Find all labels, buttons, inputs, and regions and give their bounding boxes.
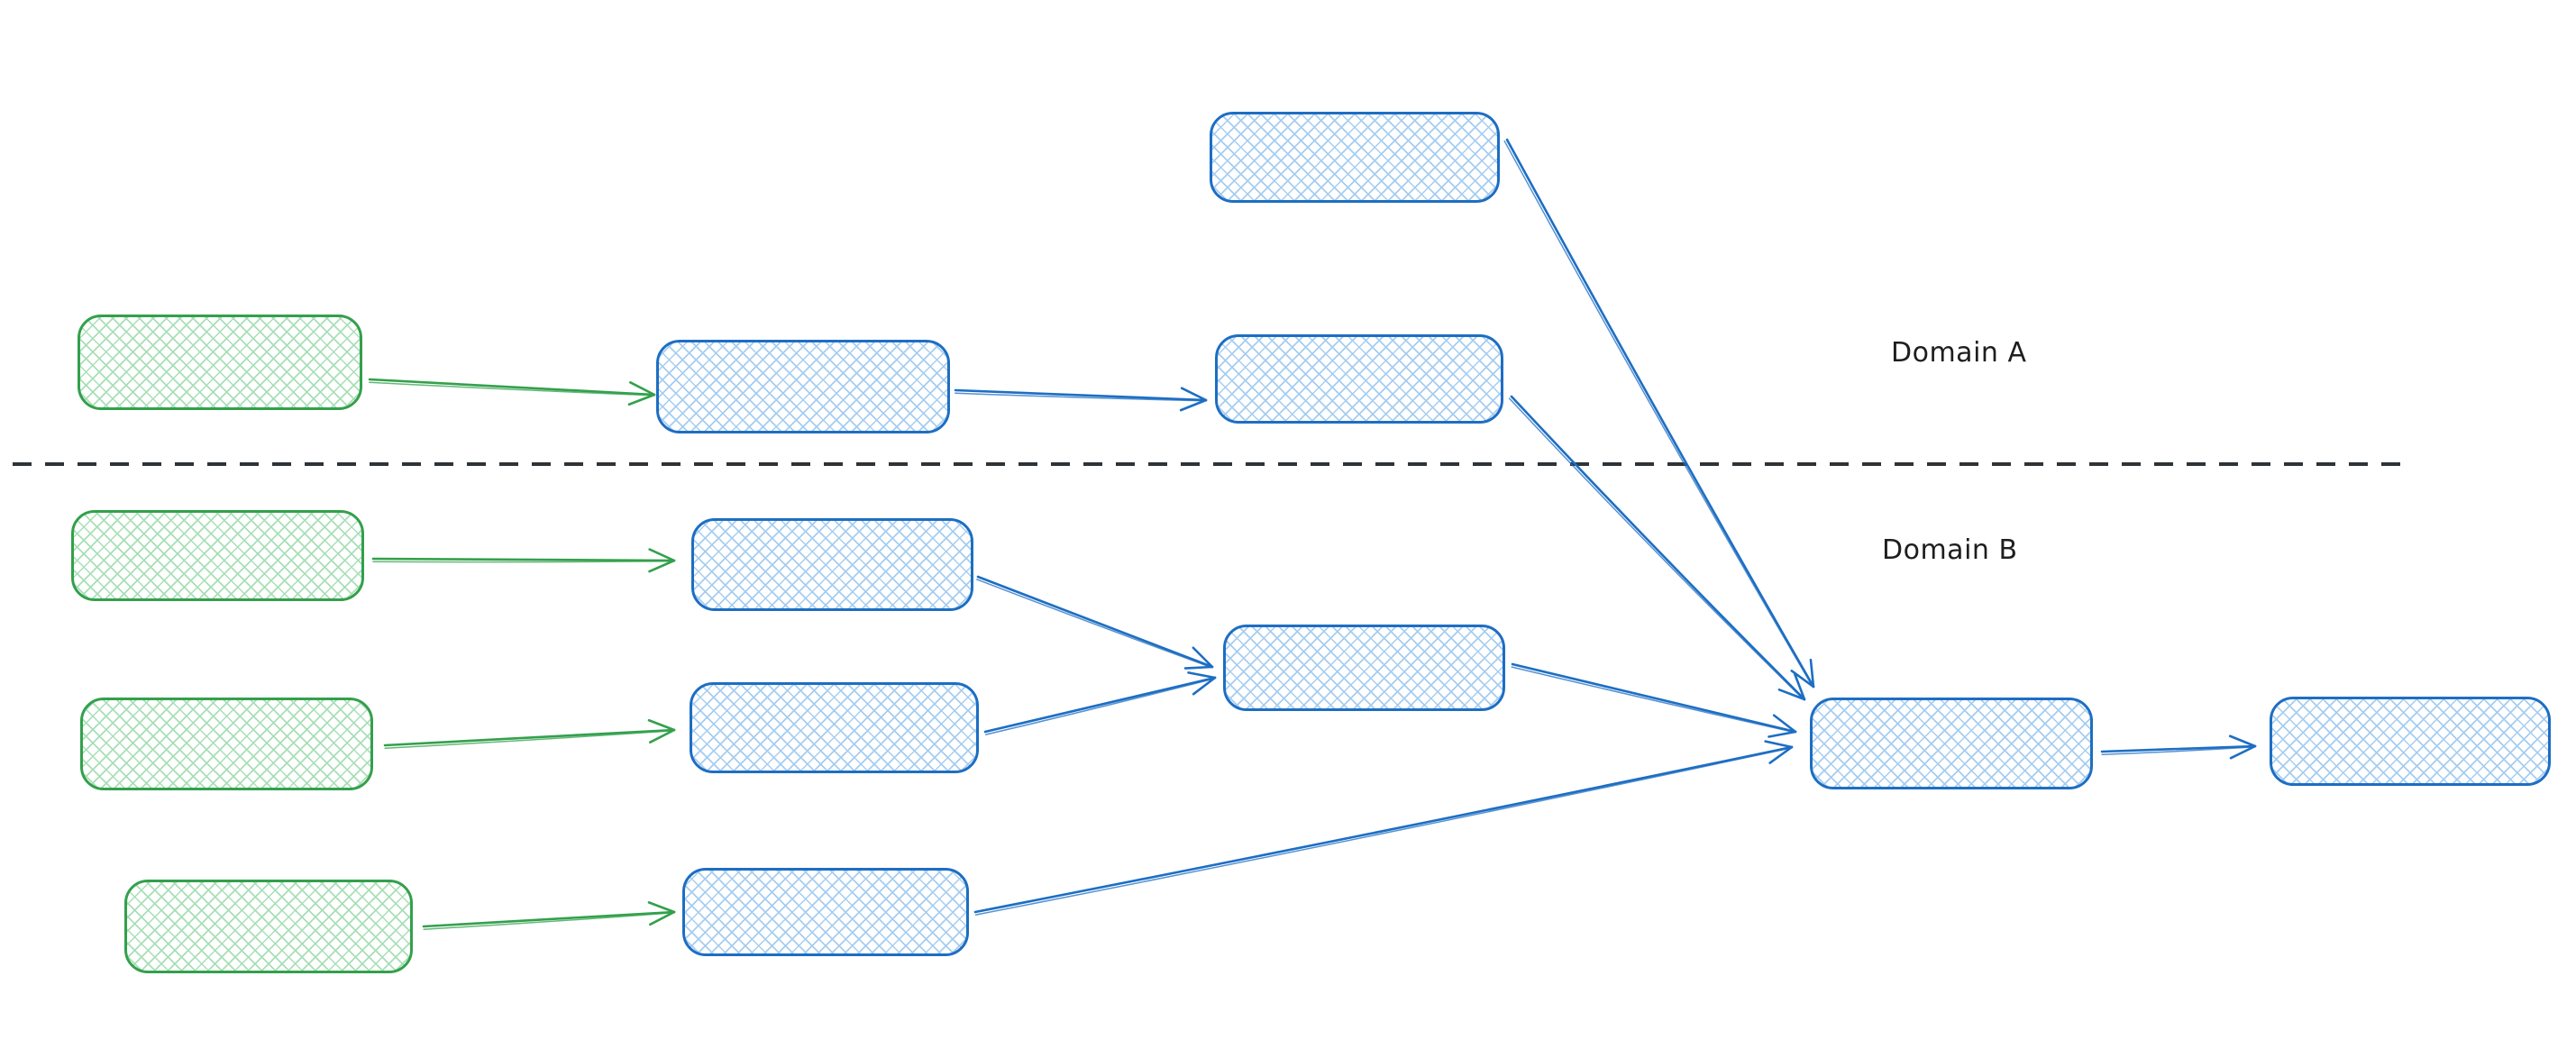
arrow-merge-to-output[interactable] [2100, 734, 2257, 760]
arrow-a-mid-to-right[interactable] [954, 387, 1208, 412]
node-b-source-2[interactable] [80, 698, 373, 790]
arrow-b-source2-to-mid2[interactable] [383, 718, 676, 749]
domain-a-label[interactable]: Domain A [1891, 337, 2027, 369]
node-b-source-3[interactable] [124, 880, 413, 973]
node-b-mid-1[interactable] [691, 518, 973, 611]
node-a-mid-box[interactable] [656, 340, 950, 433]
arrow-b-source1-to-mid1[interactable] [371, 548, 676, 573]
node-output-box[interactable] [2270, 697, 2551, 786]
arrow-b-mid2-to-bmerge[interactable] [983, 671, 1217, 735]
arrow-a-top-to-merge[interactable] [1503, 138, 1815, 689]
node-a-right-box[interactable] [1215, 334, 1503, 424]
domain-b-label[interactable]: Domain B [1882, 534, 2018, 566]
node-b-mid-2[interactable] [690, 682, 979, 773]
node-b-mid-3[interactable] [682, 868, 969, 956]
node-b-merge-box[interactable] [1223, 625, 1505, 711]
arrow-a-right-to-merge[interactable] [1508, 395, 1806, 701]
node-b-source-1[interactable] [71, 510, 364, 601]
node-a-top-box[interactable] [1210, 112, 1500, 203]
arrow-a-source-to-mid[interactable] [368, 378, 656, 406]
arrow-b-mid3-to-merge[interactable] [973, 740, 1794, 916]
node-a-source-box[interactable] [78, 315, 362, 410]
node-merge-box[interactable] [1810, 698, 2093, 789]
arrow-b-source3-to-mid3[interactable] [422, 901, 676, 930]
arrow-b-mid1-to-bmerge[interactable] [976, 575, 1214, 670]
arrow-b-merge-to-merge[interactable] [1511, 662, 1797, 738]
